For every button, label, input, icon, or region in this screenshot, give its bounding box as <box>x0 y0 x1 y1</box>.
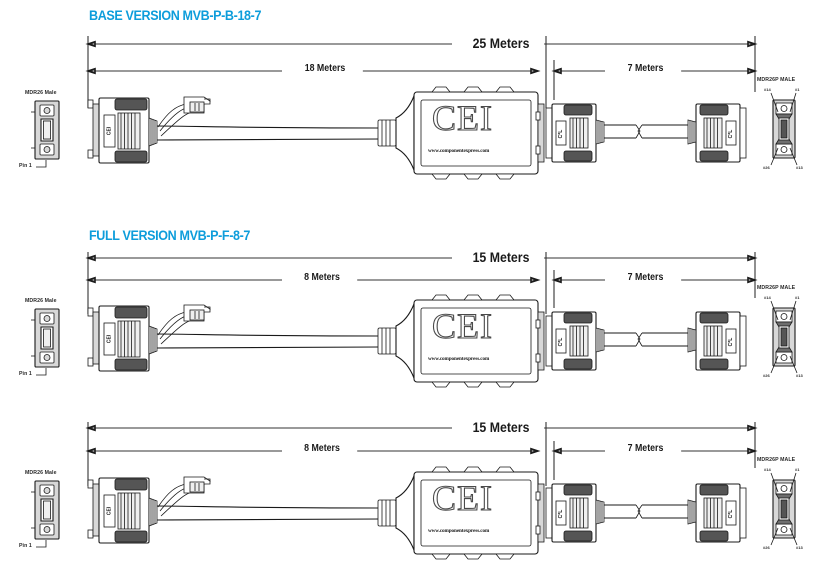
left-connector-label: MDR26 Male <box>25 470 57 476</box>
cei-junction-box <box>377 466 545 560</box>
left-detail-connector <box>31 308 60 376</box>
mid-connector-right <box>687 311 747 371</box>
dimension-segment-b-label: 7 Meters <box>609 64 682 74</box>
dimension-lines <box>85 422 758 486</box>
left-connector-label: MDR26 Male <box>25 90 57 96</box>
diagram-base-version-drawing <box>31 36 798 180</box>
cei-box-logo: CEI <box>431 98 493 138</box>
pin-1-callout: Pin 1 <box>19 371 32 377</box>
short-cable <box>604 332 688 347</box>
mid-connector-right-mark: C*L <box>728 129 734 139</box>
diagram-title: BASE VERSION MVB-P-B-18-7 <box>89 8 262 23</box>
left-plug-assembly <box>87 477 381 544</box>
left-plug-assembly <box>87 97 381 164</box>
mid-connector-left-mark: C*L <box>558 129 564 139</box>
left-detail-connector <box>31 480 60 548</box>
mid-connector-right <box>687 103 747 163</box>
left-plug-body-mark: CEI <box>106 334 113 344</box>
small-latch-connector <box>183 476 211 494</box>
pin-label-bottom-right: #13 <box>796 165 803 170</box>
right-detail-connector <box>770 472 798 546</box>
diagram-base-version: BASE VERSION MVB-P-B-18-7 <box>0 0 837 210</box>
pin-1-callout: Pin 1 <box>19 543 32 549</box>
cei-box-url: www.componentexpress.com <box>428 356 490 362</box>
pin-label-bottom-left: #26 <box>763 373 770 378</box>
small-latch-connector <box>183 96 211 114</box>
right-connector-label: MDR26P MALE <box>757 457 796 463</box>
dimension-segment-b-label: 7 Meters <box>609 273 682 283</box>
left-detail-connector <box>31 100 60 168</box>
mid-connector-left-mark: C*L <box>558 509 564 519</box>
diagram-full-version-alt-drawing <box>31 422 798 560</box>
pin-label-bottom-left: #26 <box>763 165 770 170</box>
mid-connector-right-mark: C*L <box>728 337 734 347</box>
cei-junction-box <box>377 294 545 388</box>
left-plug-assembly <box>87 305 381 372</box>
cei-box-logo: CEI <box>431 306 493 346</box>
pin-label-top-left: #14 <box>764 467 771 472</box>
diagram-full-version-drawing <box>31 252 798 388</box>
left-plug-body-mark: CEI <box>106 126 113 136</box>
pin-label-bottom-right: #13 <box>796 545 803 550</box>
dimension-lines <box>85 36 758 108</box>
dimension-segment-b-label: 7 Meters <box>609 444 682 454</box>
pin-label-bottom-left: #26 <box>763 545 770 550</box>
pin-label-top-left: #14 <box>764 87 771 92</box>
pin-label-top-right: #1 <box>795 295 800 300</box>
left-connector-label: MDR26 Male <box>25 298 57 304</box>
mid-connector-left-mark: C*L <box>558 337 564 347</box>
dimension-total-label: 15 Meters <box>457 420 545 434</box>
pin-label-bottom-right: #13 <box>796 373 803 378</box>
mid-connector-right-mark: C*L <box>728 509 734 519</box>
dimension-segment-a-label: 18 Meters <box>287 64 363 74</box>
short-cable <box>604 504 688 519</box>
mid-connector-right <box>687 483 747 543</box>
pin-label-top-right: #1 <box>795 87 800 92</box>
cei-box-url: www.componentexpress.com <box>428 148 490 154</box>
short-cable <box>604 124 688 139</box>
diagram-full-version: FULL VERSION MVB-P-F-8-7 <box>0 222 837 402</box>
dimension-lines <box>85 252 758 314</box>
dimension-segment-a-label: 8 Meters <box>286 444 358 454</box>
mid-connector-left <box>545 311 605 371</box>
dimension-total-label: 15 Meters <box>457 250 545 264</box>
pin-label-top-right: #1 <box>795 467 800 472</box>
diagram-title: FULL VERSION MVB-P-F-8-7 <box>89 228 251 243</box>
right-detail-connector <box>770 300 798 374</box>
mid-connector-left <box>545 103 605 163</box>
diagram-full-version-alt: 15 Meters 8 Meters 7 Meters MDR26 Male P… <box>0 400 837 573</box>
dimension-total-label: 25 Meters <box>457 36 545 50</box>
small-latch-connector <box>183 304 211 322</box>
cei-box-url: www.componentexpress.com <box>428 528 490 534</box>
right-detail-connector <box>770 92 798 166</box>
left-plug-body-mark: CEI <box>106 506 113 516</box>
cei-junction-box <box>377 86 545 180</box>
right-connector-label: MDR26P MALE <box>757 285 796 291</box>
dimension-segment-a-label: 8 Meters <box>286 273 358 283</box>
mid-connector-left <box>545 483 605 543</box>
right-connector-label: MDR26P MALE <box>757 77 796 83</box>
pin-1-callout: Pin 1 <box>19 163 32 169</box>
cei-box-logo: CEI <box>431 478 493 518</box>
pin-label-top-left: #14 <box>764 295 771 300</box>
